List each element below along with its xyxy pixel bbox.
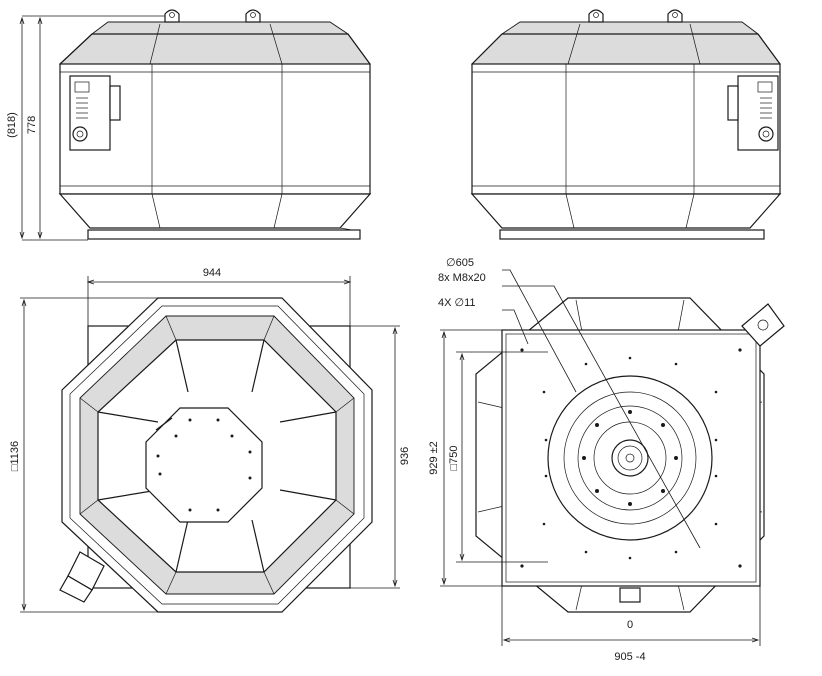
dim-width-top: 944	[203, 267, 221, 279]
bottom-view	[440, 269, 785, 646]
top-view	[20, 276, 400, 613]
dim-929: 929 ±2	[428, 441, 440, 475]
dim-diameter-605: ∅605	[446, 257, 474, 269]
dim-square-750: □750	[448, 446, 460, 471]
side-view-right	[470, 9, 782, 240]
side-view-left	[19, 9, 372, 241]
dim-height-outer: (818)	[6, 112, 18, 138]
dim-square-1136: □1136	[9, 441, 21, 471]
dim-height-total: 778	[26, 116, 38, 134]
dim-bolts: 8x M8x20	[438, 272, 486, 284]
dim-depth-936: 936	[399, 447, 411, 465]
dim-zero: 0	[627, 619, 633, 631]
dim-width-905: 905 -4	[614, 651, 645, 663]
dim-holes: 4X ∅11	[438, 297, 476, 309]
